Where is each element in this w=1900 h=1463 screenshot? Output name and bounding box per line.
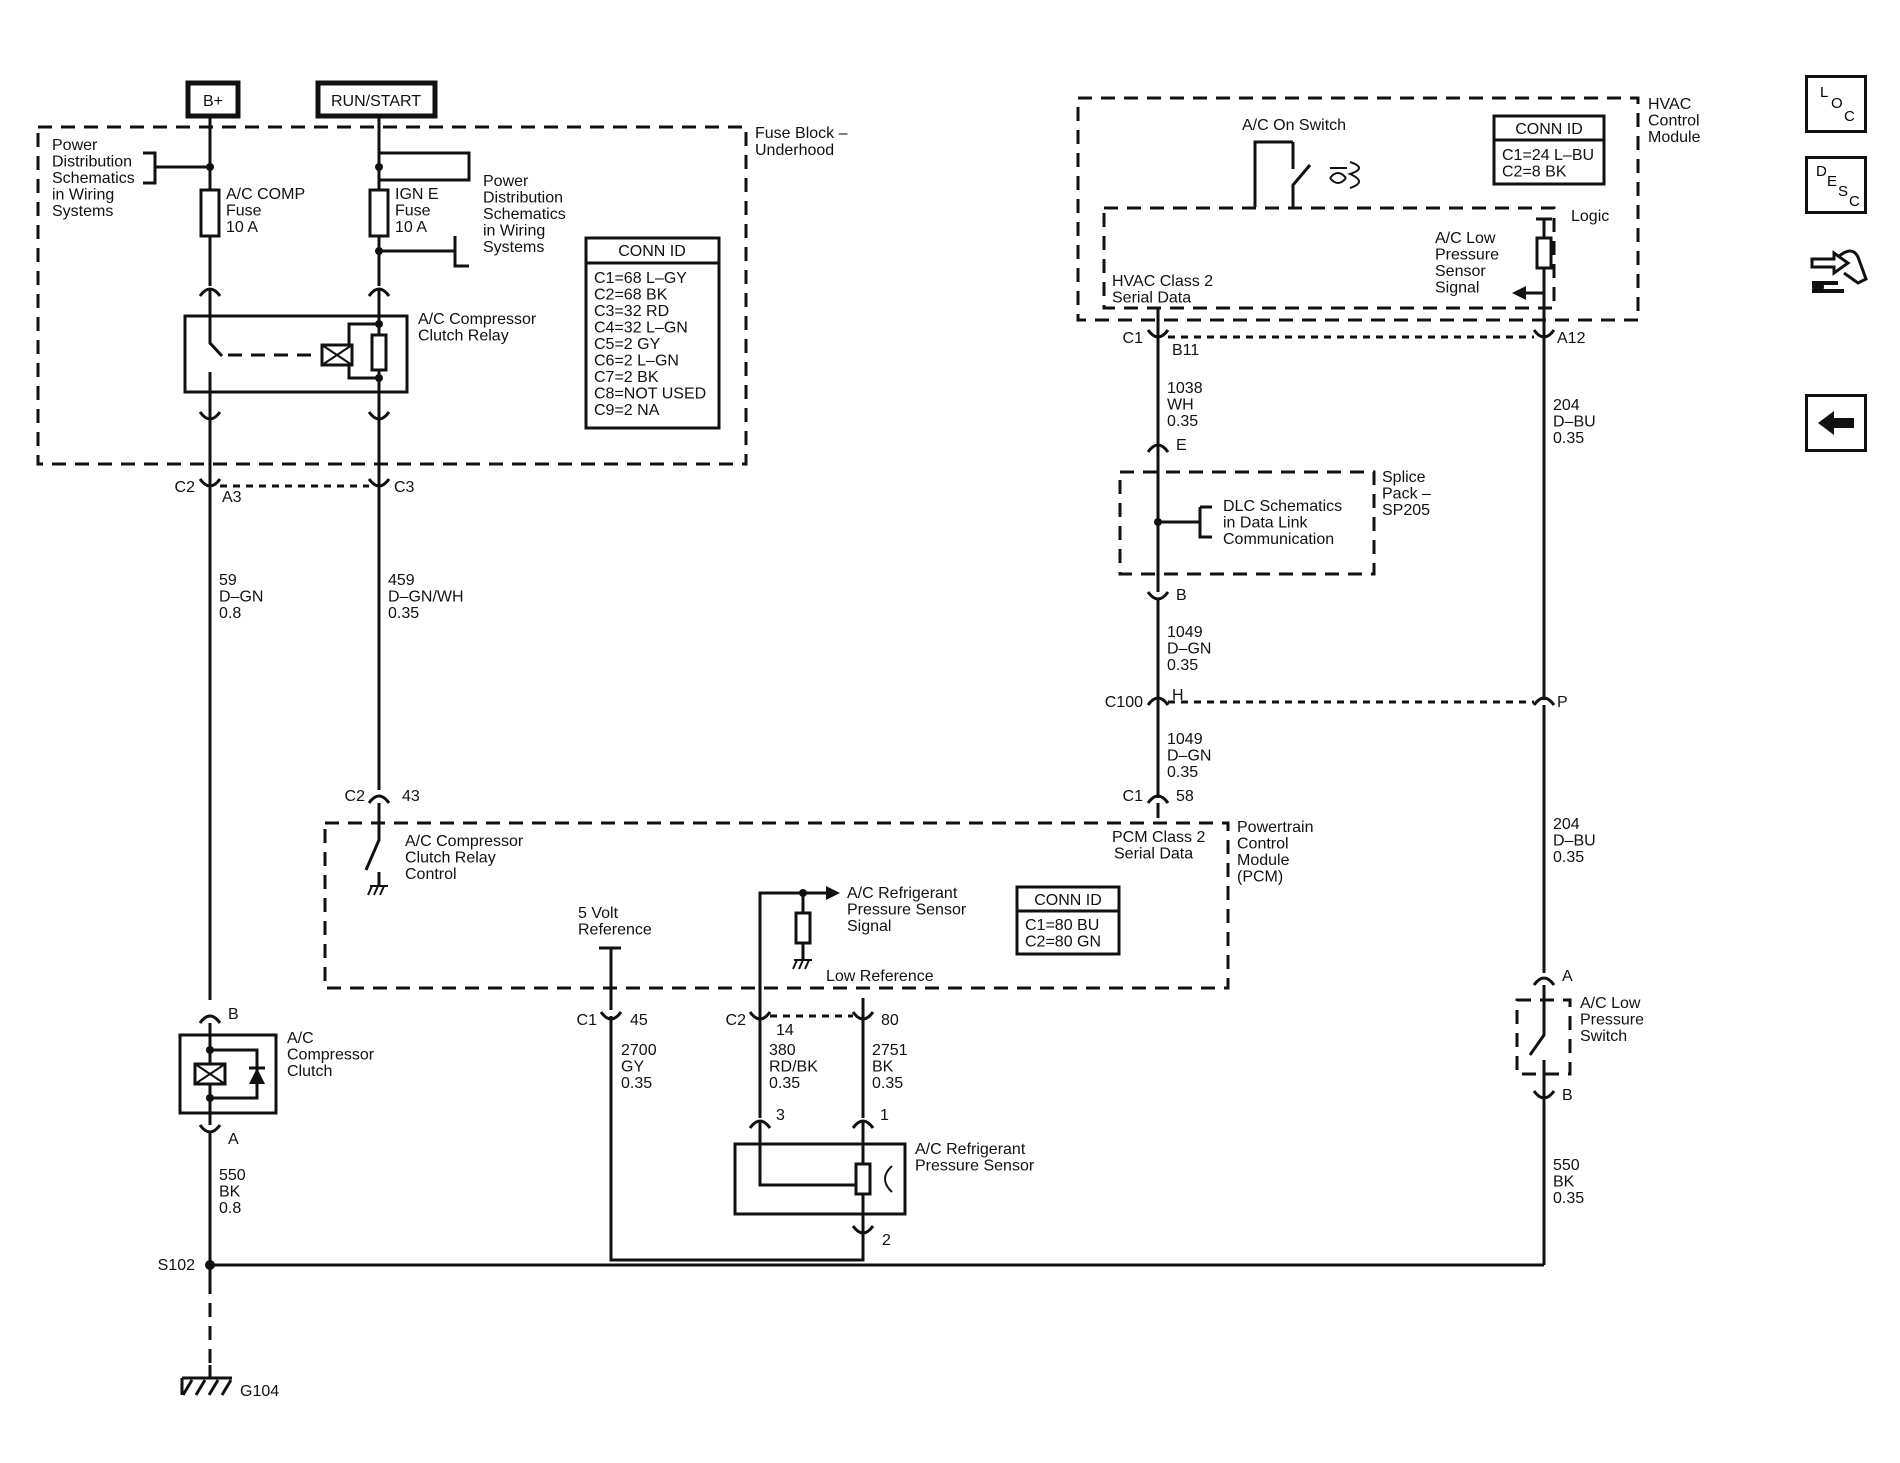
- back-arrow-icon: [1818, 411, 1854, 435]
- ign-e-fuse: [368, 188, 390, 238]
- svg-text:S102: S102: [158, 1257, 195, 1274]
- svg-text:58: 58: [1176, 788, 1194, 805]
- relay-control-label: A/C Compressor Clutch Relay Control: [405, 833, 528, 883]
- ac-refrigerant-pressure-sensor: [733, 1142, 907, 1216]
- power-dist-ref-right: Power Distribution Schematics in Wiring …: [483, 173, 570, 256]
- svg-text:E: E: [1176, 437, 1187, 454]
- svg-text:RUN/START: RUN/START: [331, 93, 421, 110]
- sensor-signal-label: A/C Refrigerant Pressure Sensor Signal: [847, 885, 971, 935]
- low-pressure-switch-label: A/C Low Pressure Switch: [1580, 995, 1648, 1045]
- svg-text:C2: C2: [345, 788, 366, 805]
- svg-text:1: 1: [880, 1107, 889, 1124]
- g104-label: G104: [240, 1383, 279, 1400]
- ac-comp-fuse-label: A/C COMP Fuse 10 A: [226, 186, 309, 236]
- pcm-title: Powertrain Control Module (PCM): [1237, 819, 1318, 886]
- ac-on-switch-label: A/C On Switch: [1242, 117, 1346, 134]
- svg-text:C1: C1: [1123, 330, 1144, 347]
- ign-e-fuse-label: IGN E Fuse 10 A: [395, 186, 443, 236]
- svg-text:C100: C100: [1105, 694, 1143, 711]
- svg-text:Logic: Logic: [1571, 208, 1609, 225]
- svg-text:80: 80: [881, 1012, 899, 1029]
- svg-text:45: 45: [630, 1012, 648, 1029]
- bplus-label: B+: [185, 80, 241, 119]
- svg-text:43: 43: [402, 788, 420, 805]
- svg-text:B+: B+: [203, 93, 223, 110]
- svg-text:2: 2: [882, 1232, 891, 1249]
- svg-text:C2: C2: [175, 479, 196, 496]
- connector-tool-icon[interactable]: [1808, 243, 1870, 301]
- fuse-block-conn-id: CONN ID C1=68 L–GY C2=68 BK C3=32 RD C4=…: [584, 236, 721, 430]
- svg-text:B: B: [228, 1006, 239, 1023]
- svg-text:A3: A3: [222, 489, 242, 506]
- pcm-outline: [323, 821, 1230, 990]
- svg-text:A: A: [1562, 968, 1573, 985]
- svg-text:C1=68 L–GY C2=68 BK: C1=68 L–GY C2=68 BK C3=32 RD C4=32 L–GN …: [594, 270, 711, 419]
- svg-text:C1: C1: [577, 1012, 598, 1029]
- svg-text:B: B: [1562, 1087, 1573, 1104]
- fuse-block-outline: [36, 125, 748, 466]
- svg-text:P: P: [1557, 694, 1568, 711]
- loc-button[interactable]: L O C: [1805, 75, 1867, 133]
- svg-text:H: H: [1172, 687, 1184, 704]
- svg-text:B: B: [1176, 587, 1187, 604]
- svg-text:C3: C3: [394, 479, 415, 496]
- svg-text:C1: C1: [1123, 788, 1144, 805]
- svg-text:A12: A12: [1557, 330, 1586, 347]
- ac-comp-fuse: [199, 188, 221, 238]
- svg-text:3: 3: [776, 1107, 785, 1124]
- splice-pack-outline: [1118, 470, 1376, 576]
- svg-text:Low Reference: Low Reference: [826, 968, 934, 985]
- fuse-block-title: Fuse Block –Underhood: [755, 125, 848, 159]
- run-start-label: RUN/START: [315, 80, 438, 119]
- svg-text:B11: B11: [1172, 342, 1199, 359]
- svg-text:14: 14: [776, 1022, 794, 1039]
- power-dist-ref-left: Power Distribution Schematics in Wiring …: [52, 137, 139, 220]
- back-button[interactable]: [1805, 394, 1867, 452]
- clutch-label: A/C Compressor Clutch: [287, 1030, 379, 1080]
- desc-button[interactable]: D E S C: [1805, 156, 1867, 214]
- svg-text:C2: C2: [726, 1012, 747, 1029]
- low-pressure-signal-label: A/C Low Pressure Sensor Signal: [1435, 230, 1503, 297]
- svg-text:CONN ID: CONN ID: [618, 243, 686, 260]
- hvac-module-outline: [1076, 96, 1640, 322]
- svg-text:CONN ID: CONN ID: [1034, 892, 1102, 909]
- svg-text:A: A: [228, 1131, 239, 1148]
- svg-text:CONN ID: CONN ID: [1515, 121, 1583, 138]
